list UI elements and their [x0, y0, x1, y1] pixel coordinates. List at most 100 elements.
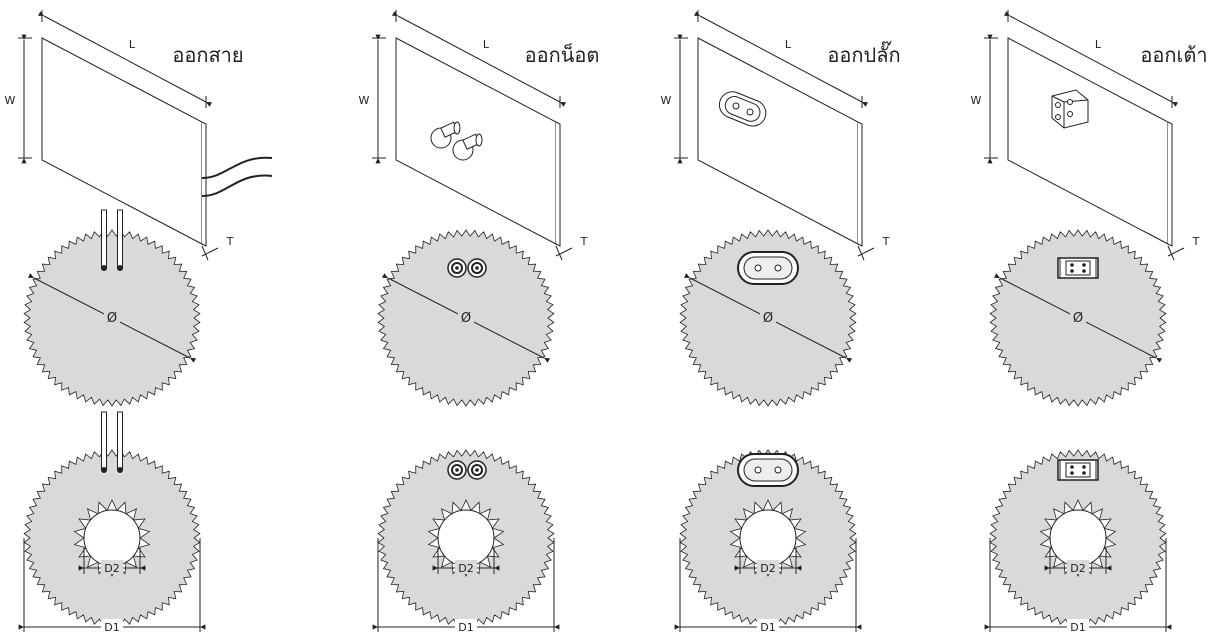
wire-lead-base [117, 467, 123, 473]
plate-edge [1167, 121, 1173, 247]
stud-bolt-icon [430, 121, 461, 149]
wire-lead [201, 174, 273, 197]
arrowhead [1004, 11, 1010, 16]
outer-diameter-label: D1 [458, 621, 473, 633]
thickness-label: T [580, 235, 588, 248]
arrowhead [1044, 565, 1050, 571]
center-hole-inner [739, 509, 797, 567]
length-label: L [483, 38, 490, 51]
variant-title: ออกเต้า [1140, 43, 1207, 67]
arrowhead [200, 624, 206, 630]
arrowhead [392, 11, 398, 16]
wire-lead [201, 156, 273, 179]
socket-hole [1070, 269, 1074, 273]
extension-line [857, 245, 865, 261]
diameter-label: Ø [461, 311, 471, 326]
thickness-label: T [1192, 235, 1200, 248]
arrowhead [796, 565, 802, 571]
socket-hole [1082, 471, 1086, 475]
socket-hole [1082, 465, 1086, 469]
inner-diameter-label: D2 [458, 562, 473, 575]
label-bg [104, 308, 120, 326]
arrowhead [674, 624, 680, 630]
width-label: W [661, 94, 672, 107]
length-label: L [129, 38, 136, 51]
stud-bolt-tip [475, 133, 483, 147]
diameter-label: Ø [763, 311, 773, 326]
wire-lead [117, 209, 123, 269]
length-dimension [397, 15, 561, 103]
thickness-label: T [226, 235, 234, 248]
wire-lead [117, 411, 123, 471]
diameter-label: Ø [107, 311, 117, 326]
diameter-label: Ø [1073, 311, 1083, 326]
plate-face [1007, 37, 1169, 245]
socket-hole [1070, 465, 1074, 469]
arrowhead [560, 102, 566, 107]
arrowhead [494, 565, 500, 571]
arrowhead [1106, 565, 1112, 571]
wire-lead [101, 411, 107, 471]
wire-lead-base [101, 467, 107, 473]
arrowhead [140, 565, 146, 571]
arrowhead [78, 565, 84, 571]
arrowhead [554, 624, 560, 630]
arrowhead [677, 34, 683, 40]
extension-line [201, 245, 209, 261]
arrowhead [1156, 358, 1162, 363]
stud-bolt-center [455, 468, 459, 472]
label-bg [757, 619, 779, 633]
label-bg [1067, 560, 1089, 574]
arrowhead [846, 358, 852, 363]
socket-face [1065, 462, 1091, 478]
thickness-dimension [1167, 247, 1185, 257]
socket-face [1065, 260, 1091, 276]
arrowhead [984, 624, 990, 630]
plate-edge [555, 121, 561, 247]
arrowhead [375, 158, 381, 164]
arrowhead [862, 102, 868, 107]
arrowhead [375, 34, 381, 40]
variant-title: ออกสาย [172, 43, 243, 67]
stud-bolt-center [475, 266, 479, 270]
arrowhead [28, 273, 34, 278]
socket-body [1051, 89, 1089, 129]
outer-diameter-label: D1 [104, 621, 119, 633]
plate-edge [857, 121, 863, 247]
plug-pin [732, 102, 740, 110]
width-label: W [359, 94, 370, 107]
arrowhead [677, 158, 683, 164]
arrowhead [1166, 624, 1172, 630]
inner-diameter-label: D2 [104, 562, 119, 575]
label-bg [101, 560, 123, 574]
arrowhead [994, 273, 1000, 278]
inner-diameter-label: D2 [760, 562, 775, 575]
plug-pin [754, 264, 762, 272]
plug-pin [754, 466, 762, 474]
length-dimension [43, 15, 207, 103]
arrowhead [987, 34, 993, 40]
center-hole-inner [1049, 509, 1107, 567]
arrowhead [1172, 102, 1178, 107]
length-label: L [1095, 38, 1102, 51]
center-hole-inner [83, 509, 141, 567]
variant-title: ออกปลั๊ก [827, 40, 900, 67]
thickness-dimension [555, 247, 573, 257]
wire-lead [101, 209, 107, 269]
socket-icon [1051, 89, 1089, 129]
arrowhead [21, 158, 27, 164]
arrowhead [206, 102, 212, 107]
label-bg [101, 619, 123, 633]
plug-face [743, 256, 793, 280]
socket-hole [1070, 263, 1074, 267]
arrowhead [684, 273, 690, 278]
label-bg [455, 619, 477, 633]
arrowhead [544, 358, 550, 363]
width-label: W [971, 94, 982, 107]
socket-hole [1067, 99, 1073, 105]
arrowhead [21, 34, 27, 40]
